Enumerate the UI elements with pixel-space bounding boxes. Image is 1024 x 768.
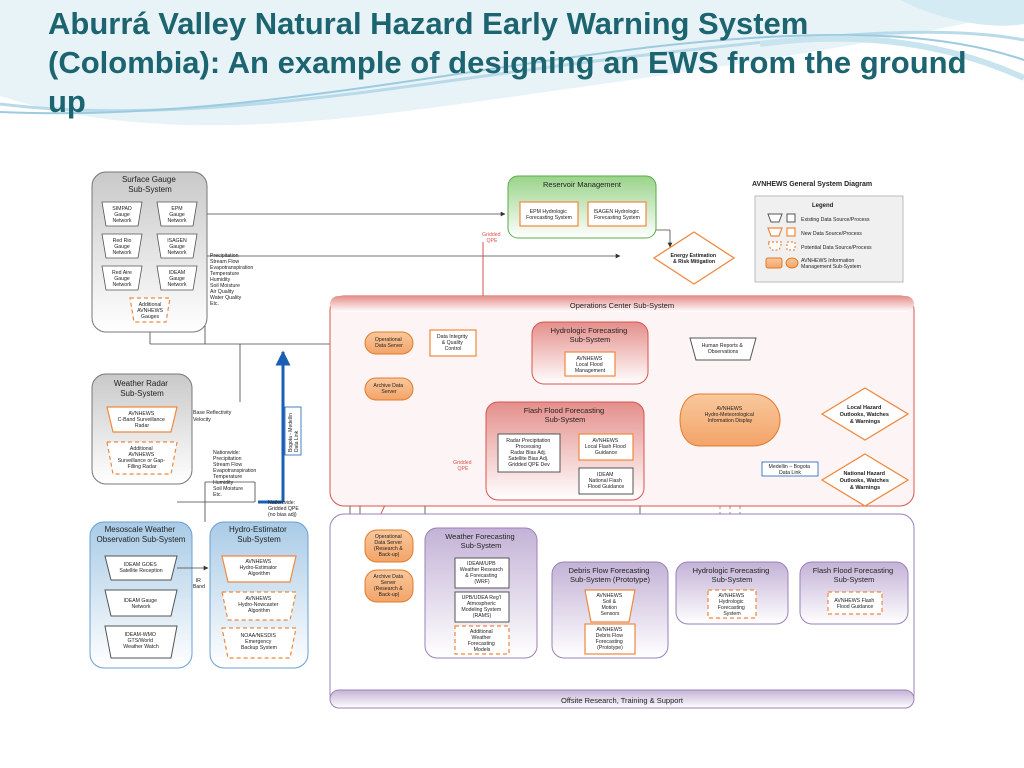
svg-text:Archive Data Server: Archive Data Server [373, 383, 404, 395]
svg-text:AVNHEWS C-Band Surveilla: AVNHEWS C-Band Surveillance Radar [118, 411, 167, 429]
gauge-network-shape [156, 233, 198, 259]
svg-text:Debris Flow Forecasting: Debris Flow Forecasting Sub-System (Prot… [569, 566, 652, 584]
svg-text:Flash Flood Forecasting: Flash Flood Forecasting Sub-System [813, 566, 896, 584]
svg-text:Surface Gauge Sub-System: Surface Gauge Sub-System [122, 175, 178, 194]
svg-text:AVNHEWS Local Flash Floo: AVNHEWS Local Flash Flood Guidance [585, 438, 627, 456]
gauge-network-shape [101, 265, 143, 291]
gauge-network-shape [101, 233, 143, 259]
svg-text:Radar Precipitation Proc: Radar Precipitation Processing Radar Bia… [506, 438, 552, 468]
svg-text:AVNHEWS Local Flood: AVNHEWS Local Flood Management [575, 356, 606, 374]
svg-text:IDEAM-WMO GTS/World: IDEAM-WMO GTS/World Weather Watch [123, 632, 159, 650]
svg-text:NOAA/NESDIS Emergency: NOAA/NESDIS Emergency Backup System [241, 633, 278, 651]
operations-center-subsystem: Operations Center Sub-System Operational… [329, 295, 915, 507]
svg-text:Medellin – Bogota Data L: Medellin – Bogota Data Link [769, 464, 812, 476]
svg-text:Archive Data Server: Archive Data Server (Research & Back-up) [373, 574, 404, 598]
svg-text:Gridded QPE: Gridded QPE [453, 460, 473, 472]
svg-text:Human Reports & Observat: Human Reports & Observations [702, 343, 745, 355]
gauge-network-shape [129, 297, 171, 323]
svg-text:AVNHEWS Hydro-Nowcaster: AVNHEWS Hydro-Nowcaster Algorithm [238, 596, 280, 614]
mesoscale-subsystem: Mesoscale Weather Observation Sub-System… [89, 521, 209, 669]
radar-variables: Base Reflectivity Velocity [193, 410, 233, 423]
svg-text:IDEAM Gauge Network: IDEAM Gauge Network [124, 598, 159, 610]
svg-text:Gridded QPE: Gridded QPE [482, 232, 502, 244]
gauge-network-shape [101, 201, 143, 227]
svg-text:Operational Data Server: Operational Data Server (Research & Back… [374, 534, 404, 558]
svg-text:AVNHEWS Soil & Mot: AVNHEWS Soil & Motion Sensors [596, 593, 623, 617]
svg-text:ISAGEN Hydrologic Foreca: ISAGEN Hydrologic Forecasting System [593, 209, 640, 221]
svg-text:Mesoscale Weather Observ: Mesoscale Weather Observation Sub-System [97, 525, 186, 544]
svg-text:AVNHEWS Information Mana: AVNHEWS Information Management Sub-Syste… [801, 258, 861, 270]
svg-text:Data Integrity & Quality: Data Integrity & Quality Control [437, 334, 469, 352]
legend: AVNHEWS General System Diagram Legend Ex… [752, 181, 904, 283]
svg-text:IDEAM/UPB Weather Resear: IDEAM/UPB Weather Research & Forecasting… [460, 561, 505, 585]
bogota-data-link-label: Bogota - Medellin Data Link [284, 406, 302, 456]
svg-text:Existing Data Source/Process: Existing Data Source/Process [801, 217, 870, 223]
svg-text:Hydrologic Forecasting S: Hydrologic Forecasting Sub-System [551, 326, 630, 344]
svg-text:Offsite Research, Training & S: Offsite Research, Training & Support [561, 696, 684, 705]
offsite-research-subsystem: Offsite Research, Training & Support Ope… [329, 513, 915, 709]
svg-text:UPB/UDEA Reg'l Atmospher: UPB/UDEA Reg'l Atmospheric Modeling Syst… [461, 595, 502, 619]
svg-text:New Data Source/Process: New Data Source/Process [801, 231, 862, 237]
svg-text:AVNHEWS Hydro-Estimator: AVNHEWS Hydro-Estimator Algorithm [240, 559, 279, 577]
gauge-network-shape [156, 201, 198, 227]
svg-text:Weather Forecasting Sub-: Weather Forecasting Sub-System [445, 532, 517, 550]
svg-text:Local Hazard Outlooks, W: Local Hazard Outlooks, Watches & Warning… [840, 405, 891, 425]
svg-text:IDEAM National Flash: IDEAM National Flash Flood Guidance [588, 472, 625, 490]
svg-text:Hydro-Estimator Sub-Syst: Hydro-Estimator Sub-System [229, 525, 289, 544]
svg-text:IR Band: IR Band [193, 578, 205, 590]
svg-text:Weather Radar Sub-System: Weather Radar Sub-System [114, 379, 170, 398]
svg-text:AVNHEWS Flash Flood Guid: AVNHEWS Flash Flood Guidance [834, 598, 875, 610]
svg-text:Potential Data Source/Process: Potential Data Source/Process [801, 245, 872, 251]
svg-text:Bogota - Medellin Data L: Bogota - Medellin Data Link [288, 412, 300, 452]
surface-gauge-title-1: Surface Gauge [122, 175, 176, 184]
svg-text:Reservoir Management: Reservoir Management [543, 180, 622, 189]
svg-text:AVNHEWS Hydrologic: AVNHEWS Hydrologic Forecasting System [718, 593, 747, 617]
svg-text:Legend: Legend [812, 203, 834, 209]
svg-text:Operations Center Sub-System: Operations Center Sub-System [570, 301, 674, 310]
svg-text:Hydrologic Forecasting S: Hydrologic Forecasting Sub-System [693, 566, 772, 584]
svg-text:EPM Hydrologic Forecasti: EPM Hydrologic Forecasting System [526, 209, 572, 221]
gauge-network-shape [156, 265, 198, 291]
slide-title: Aburrá Valley Natural Hazard Early Warni… [48, 6, 967, 119]
svg-text:AVNHEWS Hydro-Meteorolog: AVNHEWS Hydro-Meteorological Information… [705, 406, 756, 424]
weather-radar-subsystem: Weather Radar Sub-System AVNHEWS C-Band … [91, 373, 193, 485]
svg-text:IDEAM GOES Satellite Rec: IDEAM GOES Satellite Reception [119, 562, 162, 574]
svg-text:AVNHEWS General System Diagram: AVNHEWS General System Diagram [752, 181, 872, 188]
surface-gauge-variables: Precipitation Stream Flow Evapotranspira… [210, 253, 255, 307]
nationwide-qpe-label: Nationwide: Gridded QPE (no bias adj) [268, 500, 300, 518]
svg-text:Flash Flood Forecasting: Flash Flood Forecasting Sub-System [524, 406, 607, 424]
svg-text:National Hazard Outlooks: National Hazard Outlooks, Watches & Warn… [840, 471, 891, 491]
svg-text:Additional Weather: Additional Weather Forecasting Models [468, 629, 497, 653]
nationwide-variables: Nationwide: Precipitation Stream Flow Ev… [213, 450, 258, 498]
svg-text:Operational Data Server: Operational Data Server [375, 337, 403, 349]
surface-gauge-title-2: Sub-System [128, 185, 172, 194]
reservoir-management-subsystem: Reservoir Management EPM Hydrologic Fore… [482, 175, 736, 285]
svg-text:AVNHEWS Debris Flow: AVNHEWS Debris Flow Forecasting (Prototy… [596, 627, 625, 651]
hydro-estimator-subsystem: Hydro-Estimator Sub-System AVNHEWS Hydro… [209, 521, 309, 669]
svg-text:Energy Estimation & Risk: Energy Estimation & Risk Mitigation [671, 253, 718, 265]
svg-text:Additional AVNHEWS: Additional AVNHEWS Surveillance or Gap- … [118, 446, 167, 470]
